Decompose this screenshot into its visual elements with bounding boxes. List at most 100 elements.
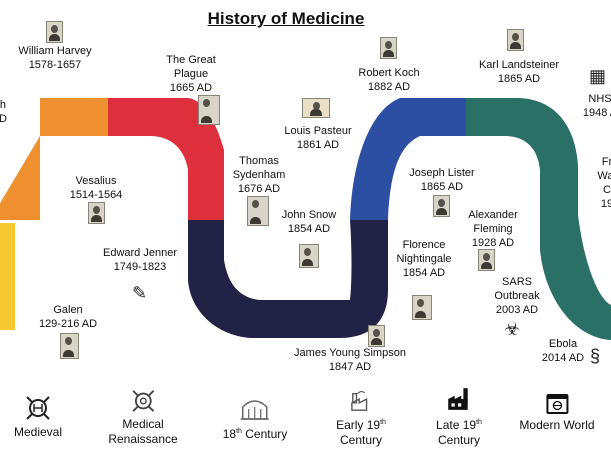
event-date: 1865 AD — [420, 181, 464, 193]
legend-sup: th — [236, 428, 242, 435]
event-fr-edge: Fr Wat C 19 — [597, 155, 611, 211]
event-ebola: Ebola 2014 AD — [542, 337, 584, 365]
event-date: 1928 AD — [471, 237, 515, 249]
event-name: Galen — [53, 304, 83, 316]
event-date: 1665 AD — [169, 82, 213, 94]
event-name: NHS — [588, 93, 611, 105]
event-name: Plague — [173, 68, 209, 80]
portrait-thomas-sydenham — [247, 196, 269, 226]
event-name: James Young Simpson — [294, 347, 406, 359]
event-sars-outbreak: SARS Outbreak 2003 AD — [494, 275, 539, 317]
event-galen: Galen 129-216 AD — [39, 303, 97, 331]
plague-doctor-image — [198, 95, 220, 125]
shield-swords-icon — [26, 396, 50, 420]
event-nhs: NHS 1948 A — [583, 92, 611, 120]
legend-label: Early 19th Century — [336, 415, 386, 448]
event-name: Joseph Lister — [409, 167, 475, 179]
legend-label: Medieval — [13, 425, 63, 439]
event-name: Sydenham — [232, 169, 286, 181]
syringe-icon: ✎ — [132, 283, 148, 303]
event-name: William Harvey — [18, 45, 92, 57]
event-edge-left: h D — [0, 98, 7, 126]
factory-icon — [351, 391, 368, 411]
event-name: Robert Koch — [358, 67, 420, 79]
portrait-william-harvey — [46, 21, 63, 43]
legend-label-line: Century — [339, 433, 383, 447]
event-date: 19 — [600, 198, 611, 210]
legend-num: 18 — [222, 427, 237, 441]
event-name: Ebola — [548, 338, 578, 350]
event-vesalius: Vesalius 1514-1564 — [70, 174, 123, 202]
event-name: Outbreak — [494, 290, 540, 302]
event-karl-landsteiner: Karl Landsteiner 1865 AD — [479, 58, 559, 86]
segment-renaissance — [0, 98, 110, 220]
legend-medical-renaissance: Medical Renaissance — [108, 388, 178, 447]
portrait-alexander-fleming — [478, 249, 495, 271]
legend-late-19th-century: Late 19th Century — [436, 386, 482, 448]
portrait-james-young-simpson — [368, 325, 385, 347]
segment-modern-world-2 — [540, 215, 611, 340]
segment-late-19th-century — [350, 98, 468, 220]
legend-pre: Late 19 — [436, 418, 477, 432]
segment-18th-century — [108, 98, 224, 220]
event-date: 1676 AD — [237, 183, 281, 195]
portrait-joseph-lister — [433, 195, 450, 217]
legend-label: 18th Century — [223, 424, 288, 442]
legend-label: Medical Renaissance — [108, 417, 177, 447]
event-name: Alexander — [468, 209, 518, 221]
legend-label: Modern World — [519, 418, 595, 432]
event-date: 2003 AD — [495, 304, 539, 316]
event-date: 1882 AD — [367, 81, 411, 93]
event-name: The Great — [166, 54, 216, 66]
event-date: 1948 A — [582, 107, 611, 119]
event-alexander-fleming: Alexander Fleming 1928 AD — [468, 208, 518, 250]
legend-rest: Century — [241, 427, 288, 441]
event-name: Louis Pasteur — [284, 125, 352, 137]
event-thomas-sydenham: Thomas Sydenham 1676 AD — [233, 154, 286, 196]
segment-early-19th-century-2 — [290, 220, 388, 338]
legend-18th-century: 18th Century — [223, 395, 288, 442]
legend-label-line: Century — [437, 433, 481, 447]
segment-medieval — [0, 223, 15, 330]
factory-icon — [448, 388, 468, 410]
event-date: 1854 AD — [287, 223, 331, 235]
hospital-building-icon: ▦ — [589, 66, 607, 86]
legend-early-19th-century: Early 19th Century — [336, 390, 386, 448]
event-date: 1749-1823 — [113, 261, 167, 273]
event-date: 1865 AD — [497, 73, 541, 85]
event-name: John Snow — [281, 209, 337, 221]
portrait-robert-koch — [380, 37, 397, 59]
event-date: 129-216 AD — [38, 318, 98, 330]
event-date: 1847 AD — [328, 361, 372, 373]
event-name: Karl Landsteiner — [478, 59, 560, 71]
portrait-karl-landsteiner — [507, 29, 524, 51]
event-name: Fr — [601, 156, 611, 168]
event-louis-pasteur: Louis Pasteur 1861 AD — [284, 124, 351, 152]
legend-label: Late 19th Century — [436, 415, 482, 448]
event-name: Vesalius — [75, 175, 117, 187]
event-name: Nightingale — [396, 253, 452, 265]
legend-label-line: Renaissance — [108, 432, 178, 446]
event-date: 1854 AD — [402, 267, 446, 279]
event-name: Fleming — [473, 223, 513, 235]
event-great-plague: The Great Plague 1665 AD — [166, 53, 216, 95]
browser-window-icon — [545, 394, 568, 414]
event-name: SARS — [502, 276, 532, 288]
event-william-harvey: William Harvey 1578-1657 — [18, 44, 91, 72]
event-john-snow: John Snow 1854 AD — [282, 208, 336, 236]
event-name: Edward Jenner — [103, 247, 177, 259]
event-name: Wat — [597, 170, 611, 182]
legend-label-line: Medical — [122, 417, 164, 431]
event-name: h — [0, 99, 7, 111]
event-florence-nightingale: Florence Nightingale 1854 AD — [396, 238, 451, 280]
building-icon — [241, 400, 269, 420]
event-date: D — [0, 113, 7, 125]
hazmat-person-icon: ☣ — [504, 319, 521, 339]
event-date: 1514-1564 — [69, 189, 123, 201]
event-joseph-lister: Joseph Lister 1865 AD — [409, 166, 474, 194]
legend-medieval: Medieval — [14, 394, 62, 440]
event-date: 1578-1657 — [28, 59, 82, 71]
virus-icon: § — [590, 346, 601, 366]
event-name: Florence — [402, 239, 446, 251]
event-name: Thomas — [239, 155, 279, 167]
